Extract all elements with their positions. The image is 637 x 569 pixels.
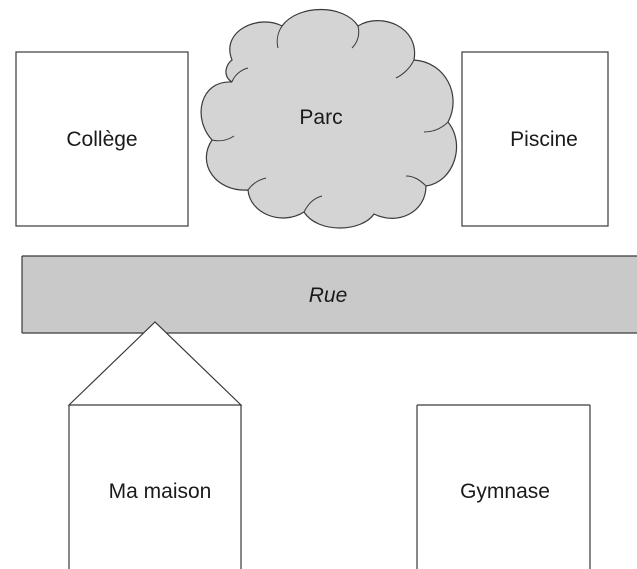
maison-house: Ma maison xyxy=(67,321,243,569)
piscine-building: Piscine xyxy=(461,51,609,227)
rue-street: Rue xyxy=(21,255,637,334)
piscine-label: Piscine xyxy=(510,128,578,151)
rue-label: Rue xyxy=(309,284,348,307)
college-building: Collège xyxy=(15,51,189,227)
maison-label: Ma maison xyxy=(109,480,212,503)
maison-roof xyxy=(67,321,243,406)
piscine-box xyxy=(461,51,609,227)
rue-band xyxy=(22,256,637,333)
college-label: Collège xyxy=(66,128,137,151)
parc-cloud: Parc xyxy=(200,8,458,229)
gymnase-building: Gymnase xyxy=(416,404,591,569)
parc-cloud-inner-lines xyxy=(211,25,449,213)
college-box xyxy=(15,51,189,227)
gymnase-label: Gymnase xyxy=(460,480,550,503)
parc-label: Parc xyxy=(299,106,342,129)
parc-cloud-shape xyxy=(200,8,458,229)
